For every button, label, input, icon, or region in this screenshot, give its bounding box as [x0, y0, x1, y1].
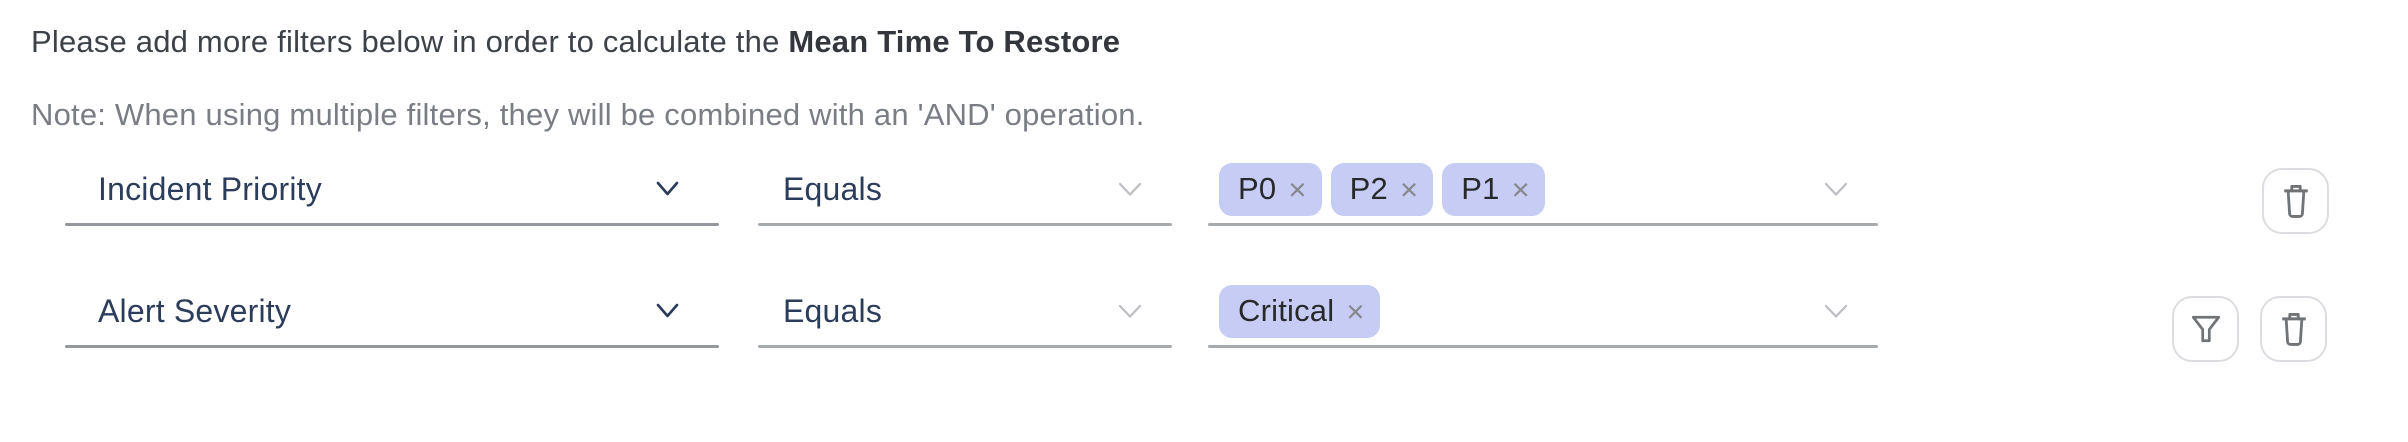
trash-icon [2278, 311, 2310, 347]
value-tag-label: P1 [1461, 171, 1500, 206]
delete-filter-row-button[interactable] [2260, 296, 2327, 362]
funnel-icon [2189, 313, 2223, 345]
operator-select-value: Equals [783, 292, 883, 329]
metric-name: Mean Time To Restore [788, 24, 1121, 59]
value-tag-label: P2 [1349, 171, 1388, 206]
remove-tag-icon[interactable]: × [1346, 293, 1365, 329]
filter-row-2-operator-select[interactable]: Equals [758, 274, 1172, 348]
filter-row-1-values-multiselect[interactable]: P0 × P2 × P1 × [1208, 152, 1878, 226]
instructions-text: Please add more filters below in order t… [31, 22, 1120, 62]
and-operation-note: Note: When using multiple filters, they … [31, 97, 1145, 132]
filter-row-2-values-multiselect[interactable]: Critical × [1208, 274, 1878, 348]
field-select-value: Alert Severity [98, 292, 292, 329]
value-tag: P1 × [1442, 162, 1545, 216]
value-tag: P2 × [1330, 162, 1434, 216]
selected-values: Critical × [1219, 284, 1380, 338]
selected-values: P0 × P2 × P1 × [1219, 162, 1545, 216]
chevron-down-icon [656, 181, 679, 197]
instructions-intro: Please add more filters below in order t… [31, 24, 780, 59]
field-select-value: Incident Priority [98, 170, 322, 207]
value-tag-label: P0 [1238, 171, 1277, 206]
chevron-down-icon [656, 303, 679, 319]
filter-row-1-field-select[interactable]: Incident Priority [65, 152, 719, 226]
filter-row-1-operator-select[interactable]: Equals [758, 152, 1172, 226]
chevron-down-icon [1824, 304, 1848, 319]
operator-select-value: Equals [783, 170, 883, 207]
value-tag-label: Critical [1238, 293, 1335, 328]
apply-filter-button[interactable] [2172, 296, 2239, 362]
remove-tag-icon[interactable]: × [1288, 171, 1307, 207]
chevron-down-icon [1118, 304, 1142, 319]
chevron-down-icon [1824, 182, 1848, 197]
remove-tag-icon[interactable]: × [1399, 171, 1419, 207]
trash-icon [2280, 183, 2312, 219]
delete-filter-row-button[interactable] [2262, 168, 2329, 234]
remove-tag-icon[interactable]: × [1511, 171, 1530, 207]
value-tag: P0 × [1219, 162, 1322, 216]
value-tag: Critical × [1219, 284, 1380, 338]
chevron-down-icon [1118, 182, 1142, 197]
filter-row-2-field-select[interactable]: Alert Severity [65, 274, 719, 348]
